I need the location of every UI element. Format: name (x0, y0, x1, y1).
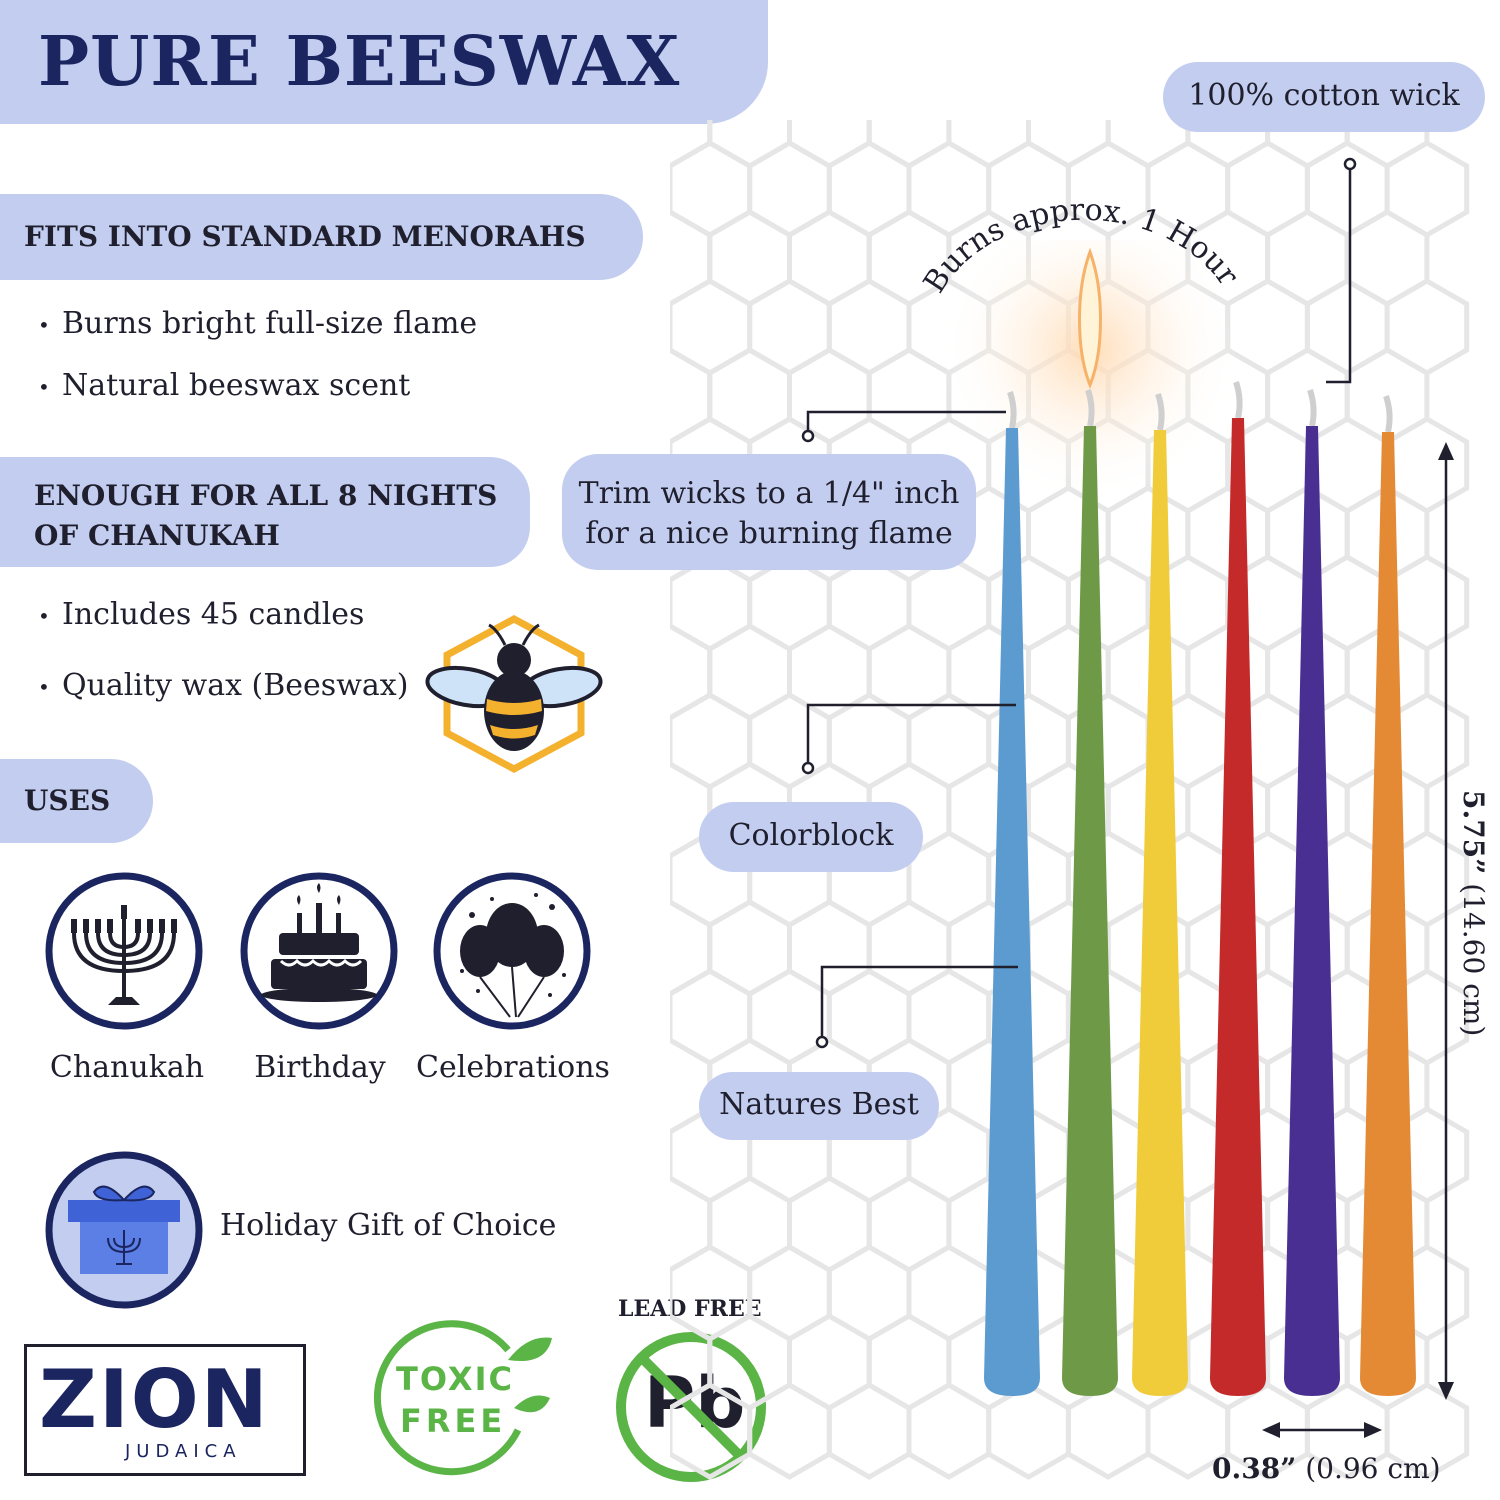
candle (1132, 430, 1188, 1396)
candles-illustration (940, 240, 1416, 1396)
menorah-icon (45, 872, 203, 1030)
birthday-cake-icon (240, 872, 398, 1030)
toxic-free-badge (373, 1320, 552, 1476)
brand-logo: ZION JUDAICA (24, 1344, 306, 1476)
candle-wick (1307, 389, 1317, 427)
prohibition-slash-icon (638, 1354, 744, 1460)
use-label-celebrations: Celebrations (416, 1050, 610, 1085)
candle (1062, 426, 1118, 1396)
bullet-icon: • (38, 375, 50, 399)
callout-trim-wicks: Trim wicks to a 1/4" inch for a nice bur… (562, 454, 976, 570)
bullet-icon: • (38, 675, 50, 699)
candle (984, 428, 1040, 1396)
bullet-icon: • (38, 313, 50, 337)
width-dimension-label: 0.38” (0.96 cm) (1212, 1452, 1441, 1485)
candle (1284, 426, 1340, 1396)
title-banner (0, 0, 768, 124)
candle-wick (1233, 381, 1243, 419)
toxic-free-line2: FREE (400, 1402, 507, 1440)
candle-wick (1155, 393, 1165, 431)
honeycomb-cell (1384, 1382, 1470, 1480)
section-heading-banner (0, 759, 153, 843)
brand-subtitle: JUDAICA (125, 1441, 242, 1462)
section-heading-uses: USES (24, 784, 111, 817)
section-heading-nights: ENOUGH FOR ALL 8 NIGHTS OF CHANUKAH (34, 479, 498, 552)
list-item: •Natural beeswax scent (38, 368, 411, 403)
brand-name: ZION (39, 1353, 270, 1446)
section-heading-banner (0, 457, 530, 567)
gift-label: Holiday Gift of Choice (220, 1208, 557, 1243)
list-item: •Burns bright full-size flame (38, 306, 478, 341)
candle-wick (1383, 395, 1393, 433)
section-heading-menorahs: FITS INTO STANDARD MENORAHS (24, 220, 586, 253)
height-dimension-label: 5.75” (14.60 cm) (1457, 790, 1490, 1037)
use-label-chanukah: Chanukah (49, 1050, 205, 1085)
use-label-birthday: Birthday (254, 1050, 386, 1085)
list-item: •Includes 45 candles (38, 597, 365, 632)
page-title: PURE BEESWAX (38, 22, 681, 102)
lead-free-caption: LEAD FREE (618, 1296, 762, 1322)
candle-wick (1085, 389, 1095, 427)
balloons-icon (433, 872, 591, 1030)
burn-time-arc: Burns approx. 1 Hour (917, 193, 1246, 300)
bee-icon (425, 615, 603, 773)
candle (1210, 418, 1266, 1396)
bullet-icon: • (38, 604, 50, 628)
candle (1360, 432, 1416, 1396)
flame-icon (1078, 247, 1102, 390)
callout-cotton-wick: 100% cotton wick (1163, 62, 1485, 132)
gift-box-icon (45, 1151, 203, 1309)
callout-colorblock: Colorblock (699, 802, 923, 872)
candle-wick (1007, 391, 1017, 429)
section-heading-banner (0, 194, 643, 280)
list-item: •Quality wax (Beeswax) (38, 668, 409, 703)
toxic-free-line1: TOXIC (396, 1360, 514, 1398)
callout-natures-best: Natures Best (699, 1072, 939, 1140)
